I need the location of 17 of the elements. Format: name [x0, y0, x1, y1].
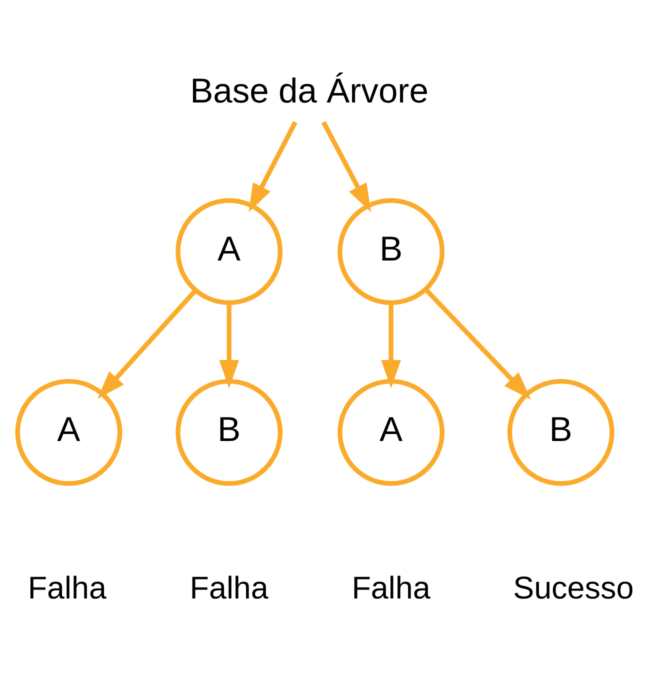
node-circle: B: [338, 198, 444, 305]
node-label: Falha: [352, 570, 430, 605]
node-circle: B: [507, 378, 614, 486]
node-text: Base da Árvore: [190, 72, 428, 110]
node-label: Sucesso: [513, 570, 634, 605]
arrow: [381, 302, 401, 388]
arrow: [219, 302, 240, 388]
arrow: [98, 288, 198, 398]
node-circle: A: [176, 198, 283, 305]
node-circle: B: [176, 378, 283, 486]
node-label: Falha: [28, 570, 106, 605]
arrow: [424, 287, 532, 400]
arrow: [248, 120, 298, 212]
arrow: [321, 120, 372, 212]
node-label: Falha: [190, 570, 268, 605]
node-circle: A: [338, 378, 444, 486]
node-circle: A: [15, 378, 122, 486]
